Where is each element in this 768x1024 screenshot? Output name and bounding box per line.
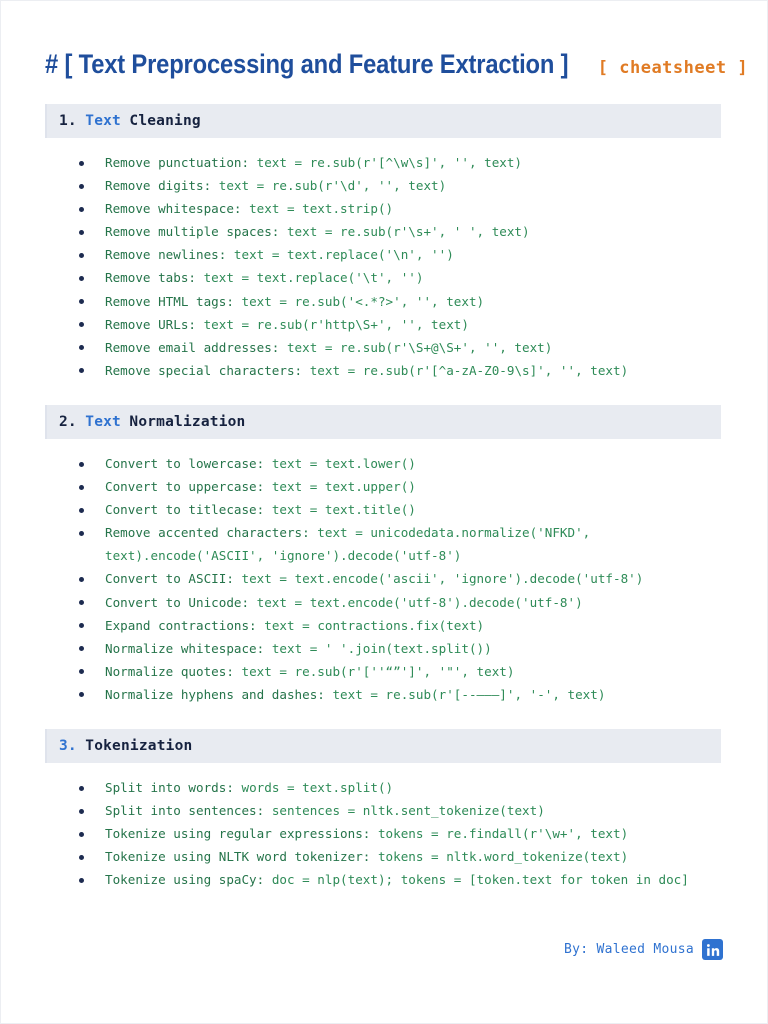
page-title-subtitle: [ cheatsheet ] bbox=[597, 58, 749, 78]
list-item-label: Remove newlines: bbox=[105, 247, 227, 263]
list-item-label: Convert to lowercase: bbox=[105, 456, 265, 471]
list-item-label: Convert to uppercase: bbox=[105, 479, 265, 495]
section-item-list: Remove punctuation: text = re.sub(r'[^\w… bbox=[77, 151, 737, 382]
list-item: Expand contractions: text = contractions… bbox=[77, 614, 737, 637]
list-item: Remove tabs: text = text.replace('\t', '… bbox=[77, 266, 737, 289]
list-item-label: Convert to titlecase: bbox=[105, 502, 265, 518]
list-item: Normalize quotes: text = re.sub(r'[''“”'… bbox=[77, 660, 737, 683]
list-item-label: Split into words: bbox=[105, 780, 234, 796]
section-number: 3. bbox=[59, 738, 77, 755]
list-item-label: Remove accented characters: bbox=[105, 525, 310, 541]
list-item: Convert to lowercase: text = text.lower(… bbox=[77, 452, 737, 475]
list-item-label: Normalize hyphens and dashes: bbox=[105, 686, 325, 702]
list-item-label: Split into sentences: bbox=[105, 803, 265, 819]
list-item-label: Normalize whitespace: bbox=[105, 640, 265, 656]
list-item-label: Remove punctuation: bbox=[105, 155, 250, 170]
section-item-list: Split into words: words = text.split()Sp… bbox=[77, 776, 737, 891]
list-item: Remove multiple spaces: text = re.sub(r'… bbox=[77, 220, 737, 243]
list-item-label: Remove URLs: bbox=[105, 316, 196, 332]
list-item: Tokenize using regular expressions: toke… bbox=[77, 822, 737, 845]
section-header: 1. Text Cleaning bbox=[45, 104, 721, 138]
list-item: Convert to titlecase: text = text.title(… bbox=[77, 498, 737, 521]
page-title: # [ Text Preprocessing and Feature Extra… bbox=[45, 49, 748, 80]
section-title: Cleaning bbox=[129, 113, 201, 129]
section-title: Normalization bbox=[129, 414, 246, 430]
list-item: Remove newlines: text = text.replace('\n… bbox=[77, 243, 737, 266]
section-number: 2. bbox=[59, 414, 77, 430]
list-item-label: Remove email addresses: bbox=[105, 339, 280, 355]
list-item: Tokenize using spaCy: doc = nlp(text); t… bbox=[77, 868, 737, 891]
list-item: Remove whitespace: text = text.strip() bbox=[77, 197, 737, 220]
list-item-label: Tokenize using spaCy: bbox=[105, 872, 265, 888]
list-item: Normalize hyphens and dashes: text = re.… bbox=[77, 683, 737, 706]
section-number: 1. bbox=[59, 113, 77, 129]
footer: By: Waleed Mousa bbox=[564, 939, 723, 960]
list-item: Tokenize using NLTK word tokenizer: toke… bbox=[77, 845, 737, 868]
section-keyword: Text bbox=[85, 414, 121, 430]
author-credit: By: Waleed Mousa bbox=[563, 942, 694, 957]
list-item-label: Remove tabs: bbox=[105, 270, 196, 286]
list-item-label: Tokenize using NLTK word tokenizer: bbox=[105, 849, 371, 865]
list-item: Remove digits: text = re.sub(r'\d', '', … bbox=[77, 174, 737, 197]
list-item-label: Normalize quotes: bbox=[105, 663, 234, 679]
list-item: Remove punctuation: text = re.sub(r'[^\w… bbox=[77, 151, 737, 174]
section-item-list: Convert to lowercase: text = text.lower(… bbox=[77, 452, 737, 706]
list-item: Split into words: words = text.split() bbox=[77, 776, 737, 799]
section-header: 3. Tokenization bbox=[45, 729, 721, 764]
list-item-label: Convert to Unicode: bbox=[105, 594, 250, 610]
list-item-label: Remove HTML tags: bbox=[105, 293, 234, 309]
section-keyword: Text bbox=[85, 113, 121, 129]
list-item: Remove HTML tags: text = re.sub('<.*?>',… bbox=[77, 290, 737, 313]
list-item-label: Remove whitespace: bbox=[105, 201, 242, 217]
list-item-label: Remove digits: bbox=[105, 178, 212, 194]
list-item: Normalize whitespace: text = ' '.join(te… bbox=[77, 637, 737, 660]
section-title: Tokenization bbox=[85, 738, 193, 755]
list-item: Convert to ASCII: text = text.encode('as… bbox=[77, 567, 737, 590]
list-item: Remove accented characters: text = unico… bbox=[77, 521, 737, 567]
list-item-label: Remove special characters: bbox=[105, 362, 303, 378]
list-item: Remove email addresses: text = re.sub(r'… bbox=[77, 336, 737, 359]
list-item-label: Remove multiple spaces: bbox=[105, 224, 280, 240]
list-item: Convert to uppercase: text = text.upper(… bbox=[77, 475, 737, 498]
list-item: Remove URLs: text = re.sub(r'http\S+', '… bbox=[77, 313, 737, 336]
section-header: 2. Text Normalization bbox=[45, 405, 721, 439]
linkedin-icon[interactable] bbox=[702, 939, 723, 960]
list-item: Remove special characters: text = re.sub… bbox=[77, 359, 737, 382]
page-title-main: # [ Text Preprocessing and Feature Extra… bbox=[45, 49, 569, 79]
list-item: Convert to Unicode: text = text.encode('… bbox=[77, 591, 737, 614]
list-item: Split into sentences: sentences = nltk.s… bbox=[77, 799, 737, 822]
list-item-label: Convert to ASCII: bbox=[105, 571, 234, 587]
list-item-label: Expand contractions: bbox=[105, 617, 257, 633]
list-item-label: Tokenize using regular expressions: bbox=[105, 826, 371, 842]
